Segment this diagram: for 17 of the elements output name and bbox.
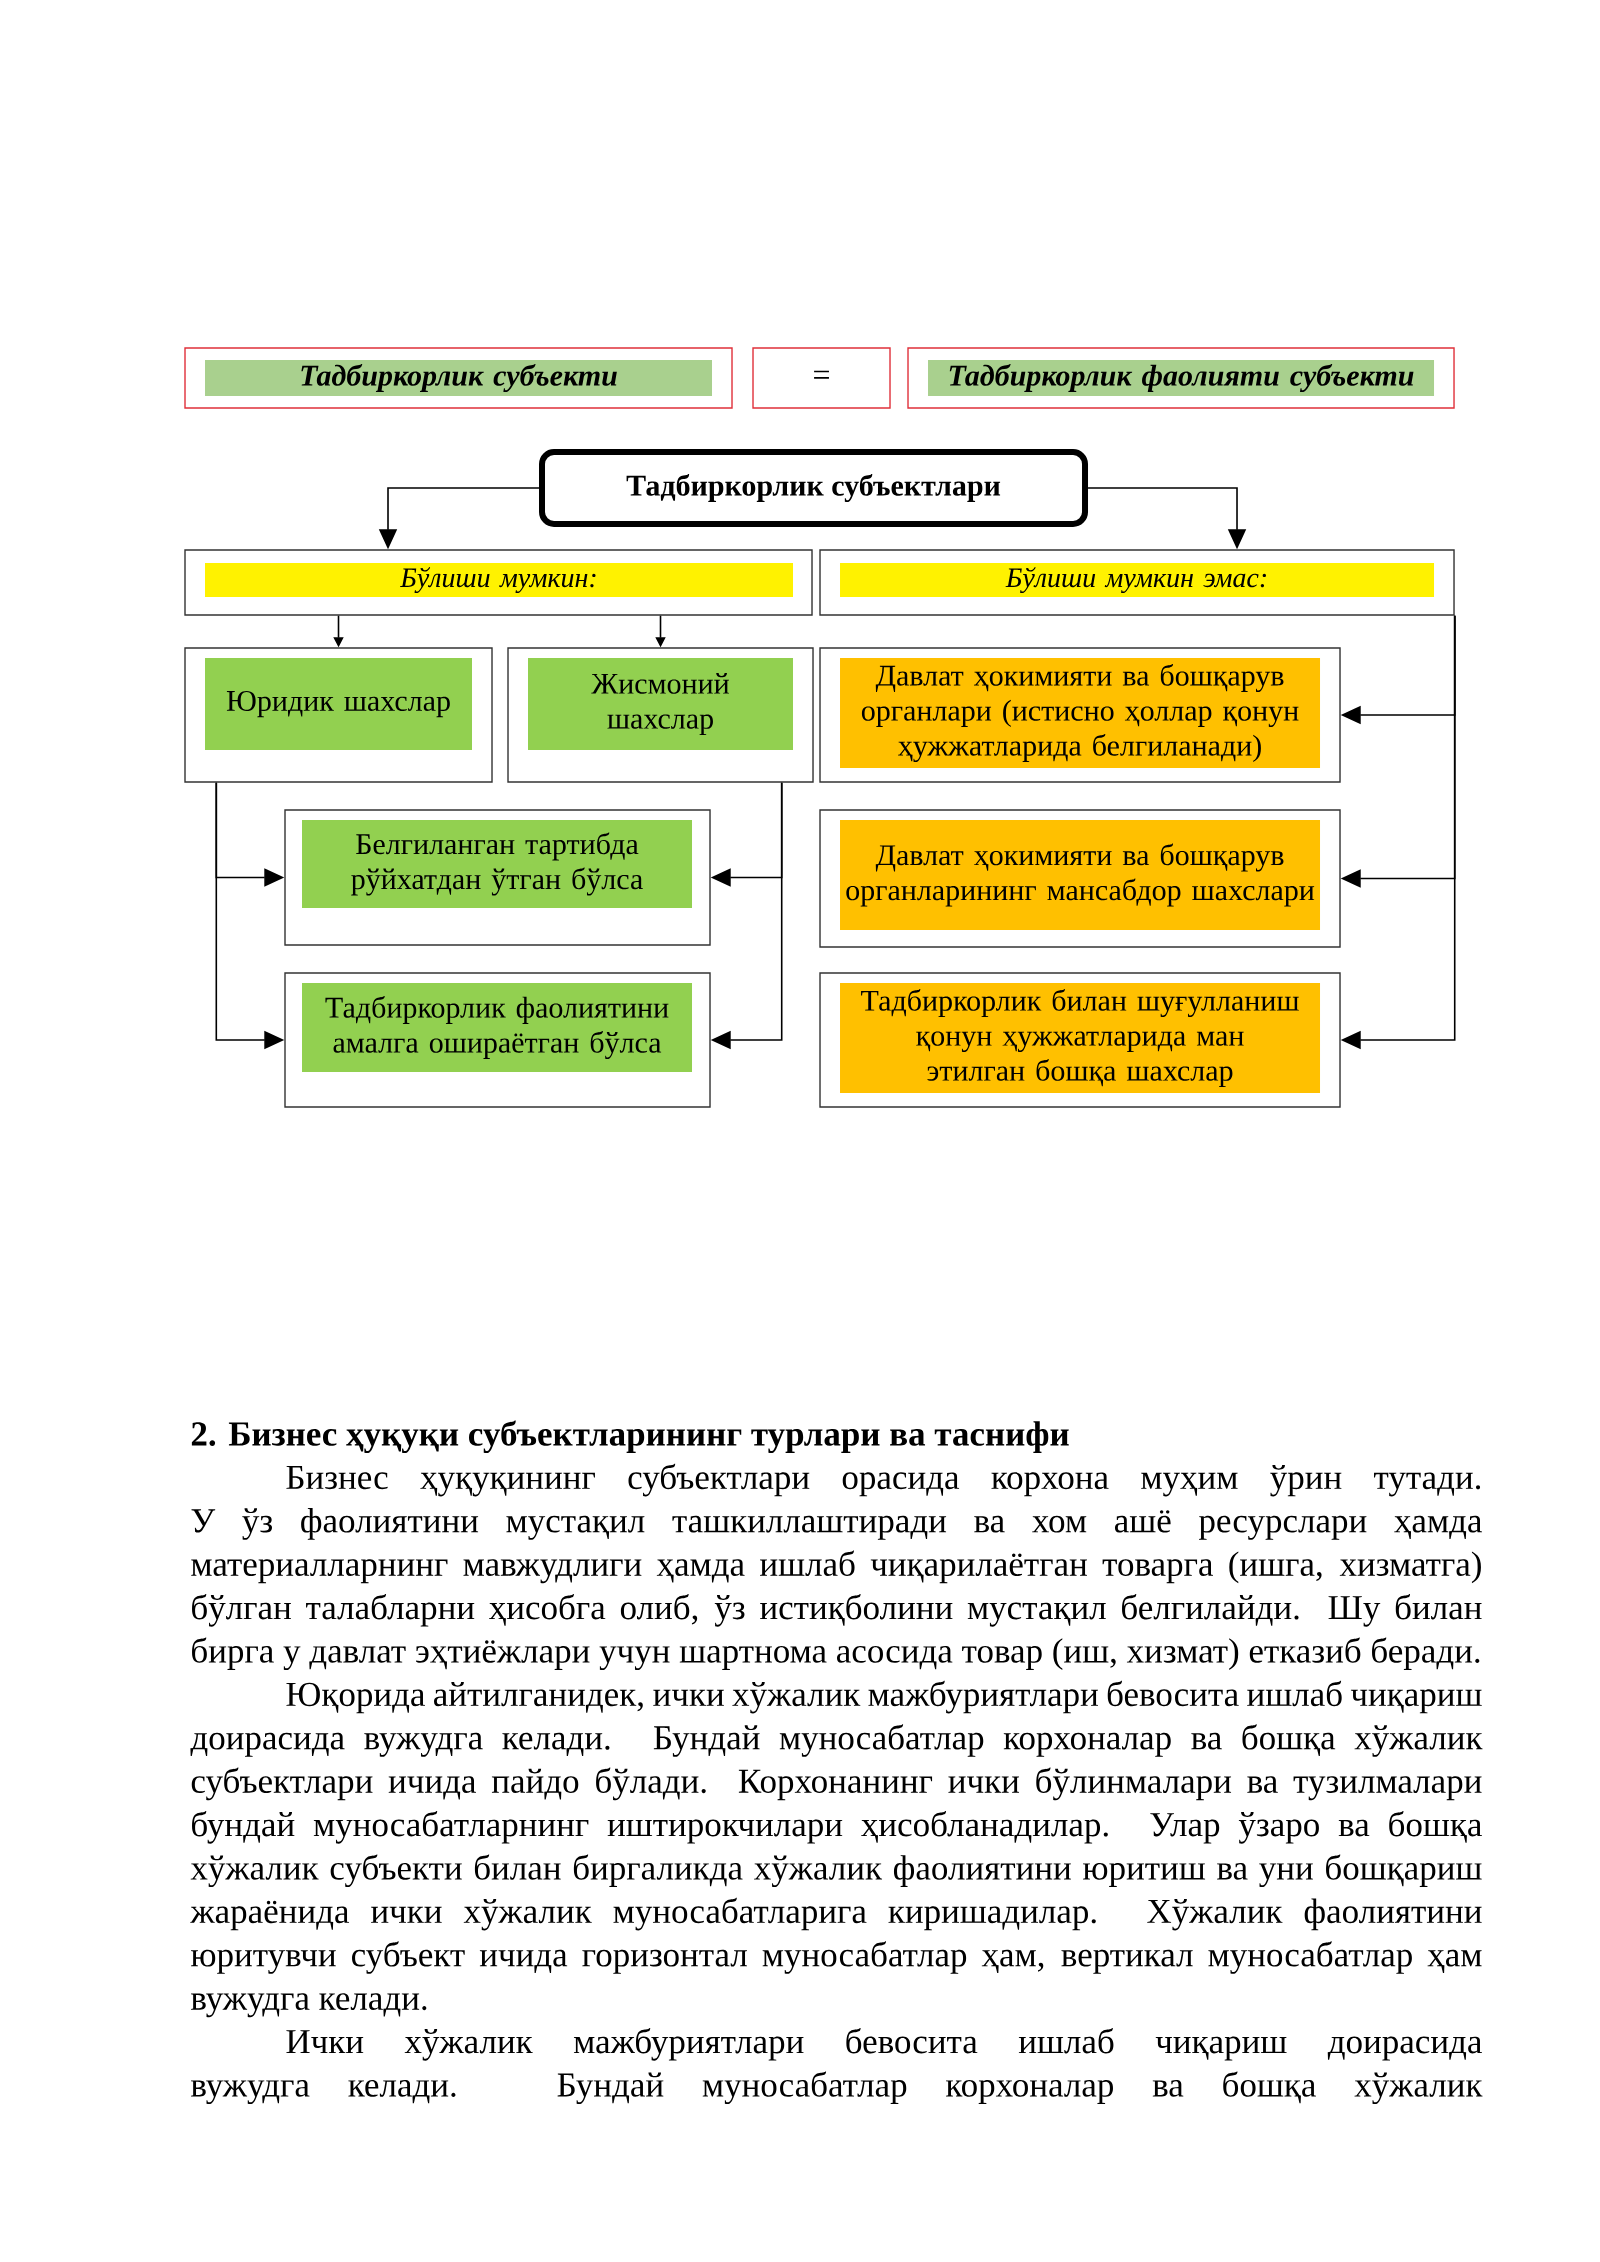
term-box: Тадбиркорлик фаолияти субъекти (907, 347, 1455, 409)
term-box: Тадбиркорлик субъекти (184, 347, 733, 409)
condition-box: Тадбиркорлик фаолиятини амалга ошираётган бўлса (284, 972, 711, 1108)
category-box: Бўлиши мумкин: (184, 549, 813, 616)
paragraph: Ички хўжалик мажбуриятлари бевосита ишлаб чиқариш доирасида вужудга келади. Бундай муносабатлар корхоналар ва бошқа хўжалик (191, 2028, 1483, 2105)
condition-box: Юридик шахслар (184, 647, 493, 783)
section-heading: 2. Бизнес ҳуқуқи субъектларининг турлари ва таснифи (191, 1420, 1069, 1454)
paragraph: Бизнес ҳуқуқининг субъектлари орасида корхона муҳим ўрин тутади. У ўз фаолиятини мустақил ташкиллаштиради ва хом ашё ресурслари ҳамда материалларнинг мавжудлиги ҳамда ишлаб чиқарилаётган товарга (ишга, хизматга) бўлган талабларни ҳисобга олиб, ўз истиқболини мустақил белгилайди. Шу билан бирга у давлат эҳтиёжлари учун шартнома асосида товар (иш, хизмат) етказиб беради. (191, 1463, 1482, 1671)
condition-box: Белгиланган тартибда рўйхатдан ўтган бўлса (284, 809, 711, 946)
equals-box: = (752, 347, 891, 409)
category-box: Давлат ҳокимияти ва бошқарув органлари (истисно ҳоллар қонун ҳужжатларида белгиланади) (819, 647, 1341, 783)
heading-box: Тадбиркорлик субъектлари (539, 449, 1088, 527)
condition-box: Жисмоний шахслар (507, 647, 814, 783)
category-box: Бўлиши мумкин эмас: (819, 549, 1455, 616)
category-box: Тадбиркорлик билан шуғулланиш қонун ҳужжатларида ман этилган бошқа шахслар (819, 972, 1341, 1108)
paragraph: Юқорида айтилганидек, ички хўжалик мажбуриятлари бевосита ишлаб чиқариш доирасида вужудга келади. Бундай муносабатлар корхоналар ва бошқа хўжалик субъектлари ичида пайдо бўлади. Корхонанинг ички бўлинмалари ва тузилмалари бундай муносабатларнинг иштирокчилари ҳисобланадилар. Улар ўзаро ва бошқа хўжалик субъекти билан биргаликда хўжалик фаолиятини юритиш ва уни бошқариш жараёнида ички хўжалик муносабатларига киришадилар. Хўжалик фаолиятини юритувчи субъект ичида горизонтал муносабатлар ҳам, вертикал муносабатлар ҳам вужудга келади. (190, 1680, 1483, 2018)
category-box: Давлат ҳокимияти ва бошқарув органларининг мансабдор шахслари (819, 809, 1341, 948)
